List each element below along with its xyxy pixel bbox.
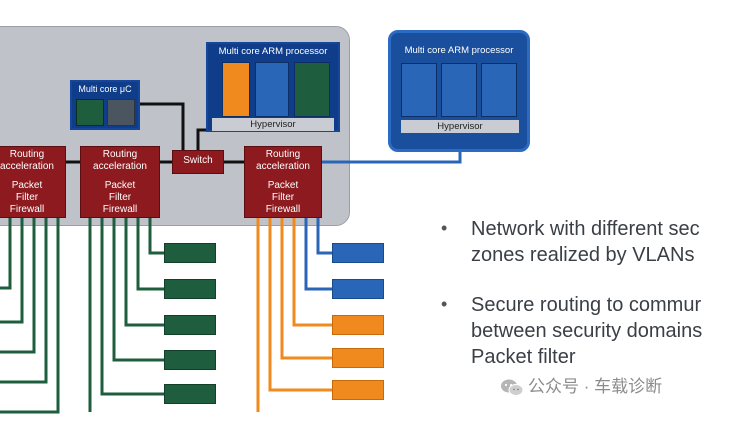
bullet-dot-2: • xyxy=(441,294,448,314)
network-switch: Switch xyxy=(172,150,224,174)
mcu-core-green xyxy=(76,99,104,126)
bullet-list: Network with different sec zones realize… xyxy=(471,216,750,376)
ecu-node-orange-3 xyxy=(332,380,384,400)
ecu-node-orange-2 xyxy=(332,348,384,368)
router-3-line4: Filter xyxy=(271,192,295,203)
router-2: Routing acceleration Packet Filter Firew… xyxy=(80,146,160,218)
router-1-line1: Routing xyxy=(9,149,45,160)
vm-core-orange xyxy=(222,62,250,117)
ecu-node-orange-1 xyxy=(332,315,384,335)
external-core-2 xyxy=(441,63,477,117)
bullet-2-line2: between security domains xyxy=(471,320,703,342)
router-1-line4: Filter xyxy=(15,192,39,203)
vm-core-green xyxy=(294,62,330,117)
wechat-icon xyxy=(501,379,524,396)
mcu-core-gray xyxy=(107,99,135,126)
router-2-line4: Filter xyxy=(108,192,132,203)
router-3-line2: acceleration xyxy=(256,161,310,172)
multicore-microcontroller: Multi core μC xyxy=(70,80,140,130)
router-3-line1: Routing xyxy=(265,149,301,160)
external-core-1 xyxy=(401,63,437,117)
bullet-1-line2: zones realized by VLANs xyxy=(471,244,695,266)
ecu-node-green-2 xyxy=(164,279,216,299)
bullet-dot-1: • xyxy=(441,218,448,238)
router-2-line3: Packet xyxy=(104,180,136,191)
router-3: Routing acceleration Packet Filter Firew… xyxy=(244,146,322,218)
external-core-3 xyxy=(481,63,517,117)
router-1: Routing acceleration Packet Filter Firew… xyxy=(0,146,66,218)
green-links-router1 xyxy=(0,218,60,414)
router-2-line5: Firewall xyxy=(102,204,138,215)
ecu-node-blue-1 xyxy=(332,243,384,263)
bullet-1: Network with different sec zones realize… xyxy=(471,216,700,268)
router-2-line2: acceleration xyxy=(93,161,147,172)
router-1-line5: Firewall xyxy=(9,204,45,215)
router-3-line3: Packet xyxy=(267,180,299,191)
watermark-text: 公众号 · 车载诊断 xyxy=(528,377,663,396)
link-mcu-switch xyxy=(140,102,185,150)
hypervisor-left: Hypervisor xyxy=(212,118,334,131)
arm-processor-right-title: Multi core ARM processor xyxy=(404,45,514,56)
ecu-node-green-5 xyxy=(164,384,216,404)
hypervisor-right: Hypervisor xyxy=(401,120,519,133)
router-2-line1: Routing xyxy=(102,149,138,160)
ecu-node-green-4 xyxy=(164,350,216,370)
router-3-line5: Firewall xyxy=(265,204,301,215)
ecu-node-blue-2 xyxy=(332,279,384,299)
vm-core-blue xyxy=(255,62,289,117)
green-links-router2 xyxy=(88,218,164,412)
watermark: 公众号 · 车载诊断 xyxy=(500,372,662,398)
ecu-node-green-1 xyxy=(164,243,216,263)
blue-links-router3 xyxy=(304,218,332,291)
bullet-2-line1: Secure routing to commur xyxy=(471,294,702,316)
orange-links-router3 xyxy=(256,218,332,412)
mcu-title: Multi core μC xyxy=(78,84,132,94)
router-1-line3: Packet xyxy=(11,180,43,191)
router-1-line2: acceleration xyxy=(0,161,54,172)
arm-processor-right: Multi core ARM processor Hypervisor xyxy=(388,30,530,152)
bullet-1-line1: Network with different sec xyxy=(471,218,700,240)
arm-processor-left: Multi core ARM processor Hypervisor xyxy=(206,42,340,132)
ecu-node-green-3 xyxy=(164,315,216,335)
bullet-2-line3: Packet filter xyxy=(471,346,576,368)
arm-processor-left-title: Multi core ARM processor xyxy=(218,46,328,57)
bullet-2: Secure routing to commur between securit… xyxy=(471,292,702,370)
